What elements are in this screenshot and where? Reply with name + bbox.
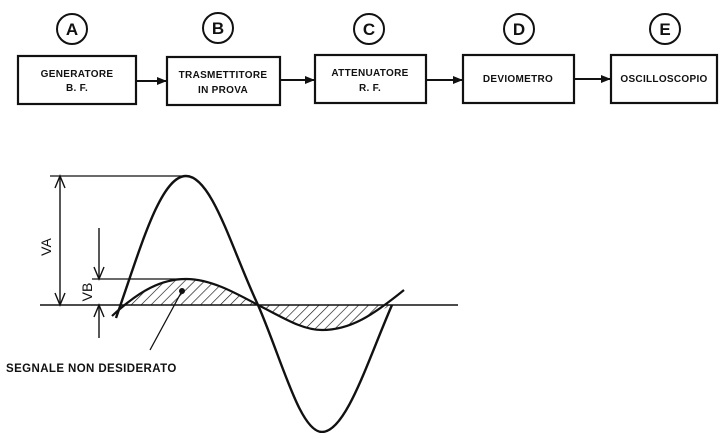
- box-b-line1: TRASMETTITORE: [179, 70, 268, 81]
- block-e: E OSCILLOSCOPIO: [609, 13, 719, 105]
- letter-circle-c: [353, 13, 385, 45]
- box-attenuatore: [313, 53, 428, 105]
- small-sine-wave: [111, 277, 405, 332]
- box-a-line1: GENERATORE: [41, 69, 114, 80]
- box-c-line2: R. F.: [359, 83, 381, 94]
- block-diagram: A GENERATORE B. F. B TRASMETTITORE IN PR…: [16, 12, 719, 107]
- box-oscilloscopio: [609, 53, 719, 105]
- letter-circle-b: [202, 12, 234, 44]
- box-generatore: [16, 54, 138, 106]
- block-d: D DEVIOMETRO: [461, 13, 576, 105]
- va-arrow-top: [54, 174, 66, 189]
- box-trasmettitore: [165, 55, 282, 107]
- letter-circle-e: [649, 13, 681, 45]
- letter-circle-a: [56, 13, 88, 45]
- block-c: C ATTENUATORE R. F.: [313, 13, 428, 105]
- va-label: VA: [38, 238, 54, 256]
- box-c-line1: ATTENUATORE: [331, 68, 408, 79]
- waveform-diagram: VA VB SEGNALE NON DESIDERATO: [6, 174, 458, 433]
- undesired-signal-label: SEGNALE NON DESIDERATO: [6, 363, 177, 375]
- undesired-signal-area-positive: [123, 280, 258, 305]
- letter-d: D: [513, 20, 525, 39]
- block-a: A GENERATORE B. F.: [16, 13, 138, 106]
- box-e-line1: OSCILLOSCOPIO: [620, 74, 707, 85]
- box-b-line2: IN PROVA: [198, 85, 248, 96]
- va-arrow-bottom: [54, 292, 66, 307]
- letter-e: E: [659, 20, 670, 39]
- letter-b: B: [212, 19, 224, 38]
- undesired-signal-area-negative: [258, 305, 392, 330]
- vb-label: VB: [79, 283, 95, 302]
- letter-c: C: [363, 20, 375, 39]
- vb-arrow-top: [93, 266, 105, 281]
- box-d-line1: DEVIOMETRO: [483, 74, 553, 85]
- pointer-line: [149, 290, 183, 351]
- box-a-line2: B. F.: [66, 83, 88, 94]
- block-b: B TRASMETTITORE IN PROVA: [165, 12, 282, 107]
- vb-arrow-bottom: [93, 303, 105, 318]
- letter-circle-d: [503, 13, 535, 45]
- letter-a: A: [66, 20, 78, 39]
